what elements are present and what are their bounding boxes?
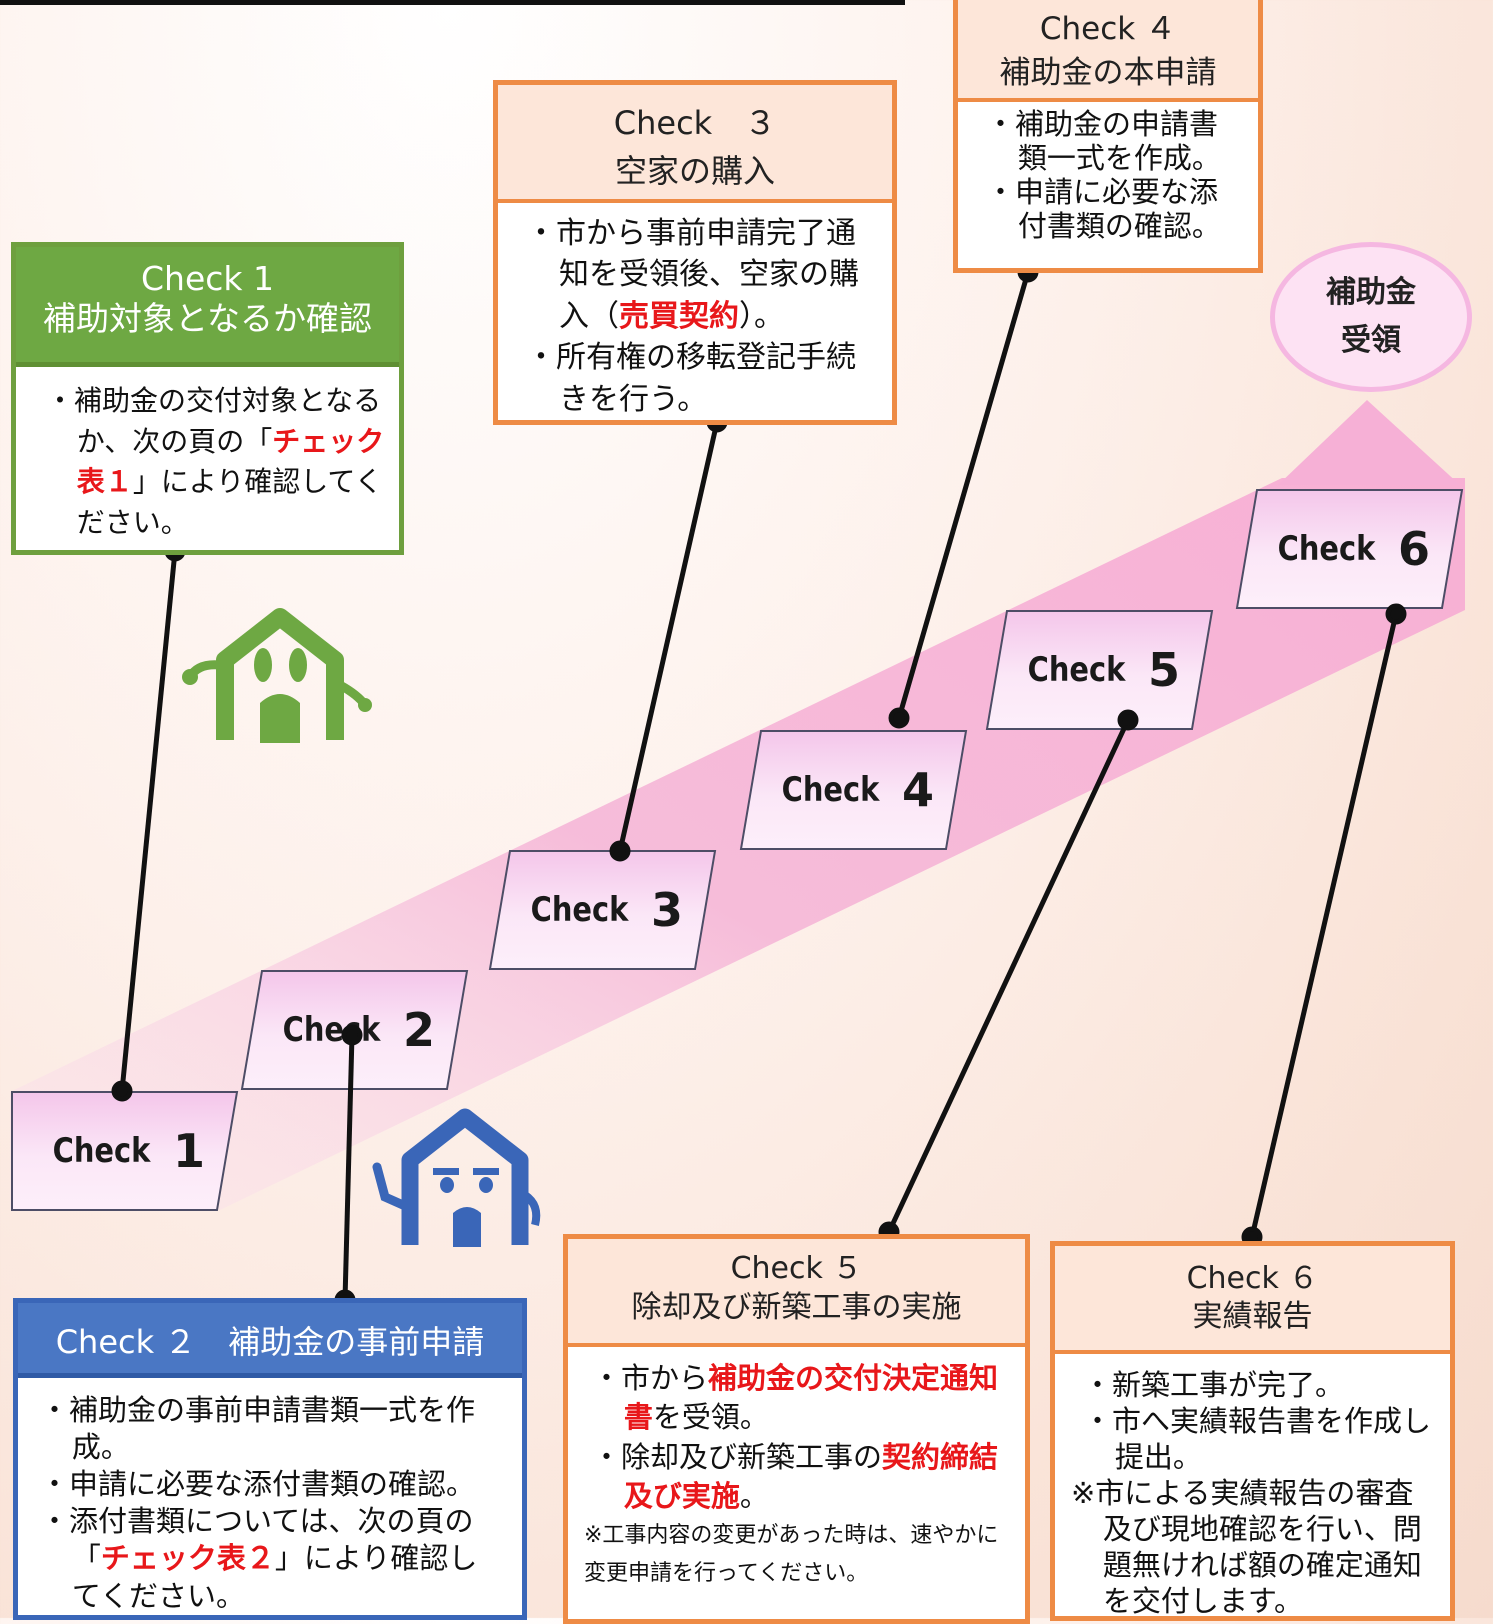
check4-title: Check ４ <box>1039 11 1177 47</box>
text: ・補助金の交付対象となるか、次の頁の「 <box>46 384 382 458</box>
check3-header: Check ３ 空家の購入 <box>498 85 892 203</box>
stair-step-word: Check <box>52 1131 151 1171</box>
stair-step-number: 5 <box>1147 643 1180 697</box>
stair-step-shape <box>11 1091 239 1211</box>
check5-card: Check ５ 除却及び新築工事の実施 ・市から補助金の交付決定通知書を受領。 … <box>563 1234 1030 1624</box>
check5-body: ・市から補助金の交付決定通知書を受領。 ・除却及び新築工事の契約締結及び実施。 … <box>568 1347 1025 1594</box>
text: を受領。 <box>652 1400 769 1435</box>
check5-bullet-1: ・市から補助金の交付決定通知書を受領。 <box>592 1359 1015 1438</box>
check1-bullet: ・補助金の交付対象となるか、次の頁の「チェック表１」により確認してください。 <box>46 381 385 543</box>
check4-header: Check ４ 補助金の本申請 <box>958 0 1258 102</box>
stair-step-label: Check 1 <box>12 1092 237 1210</box>
text: ）。 <box>739 298 784 334</box>
goal-bubble: 補助金 受領 <box>1270 242 1472 392</box>
check2-body: ・補助金の事前申請書類一式を作成。 ・申請に必要な添付書類の確認。 ・添付書類に… <box>18 1378 522 1615</box>
check4-subtitle: 補助金の本申請 <box>999 55 1217 92</box>
check6-title: Check ６ <box>1186 1261 1319 1296</box>
check5-bullet-2: ・除却及び新築工事の契約締結及び実施。 <box>592 1438 1015 1517</box>
check6-card: Check ６ 実績報告 ・新築工事が完了。 ・市へ実績報告書を作成し提出。 ※… <box>1050 1241 1455 1621</box>
check3-body: ・市から事前申請完了通知を受領後、空家の購入（売買契約）。 ・所有権の移転登記手… <box>498 203 892 420</box>
stair-step-word: Check <box>530 890 629 930</box>
text: ・市から事前申請完了通知を受領後、空家の購入（ <box>526 216 859 334</box>
goal-arrow-head <box>1278 400 1460 485</box>
text: 」により確認してください。 <box>71 1541 478 1613</box>
check1-title: Check 1 <box>141 259 274 298</box>
house-mascot-icon <box>182 608 372 743</box>
check6-body: ・新築工事が完了。 ・市へ実績報告書を作成し提出。 ※市による実績報告の審査及び… <box>1055 1354 1450 1620</box>
check2-bullet-3: ・添付書類については、次の頁の「チェック表２」により確認してください。 <box>40 1503 502 1614</box>
stair-step-label: Check 5 <box>987 611 1212 729</box>
stair-step-label: Check 2 <box>242 971 467 1089</box>
goal-line-1: 補助金 <box>1326 275 1416 310</box>
check3-bullet-1: ・市から事前申請完了通知を受領後、空家の購入（売買契約）。 <box>526 213 876 337</box>
emphasis-text: チェック表２ <box>100 1541 275 1576</box>
check6-header: Check ６ 実績報告 <box>1055 1246 1450 1354</box>
check3-card: Check ３ 空家の購入 ・市から事前申請完了通知を受領後、空家の購入（売買契… <box>493 80 897 425</box>
check4-body: ・補助金の申請書類一式を作成。 ・申請に必要な添付書類の確認。 <box>958 102 1258 244</box>
check4-card: Check ４ 補助金の本申請 ・補助金の申請書類一式を作成。 ・申請に必要な添… <box>953 0 1263 273</box>
check5-title: Check ５ <box>730 1251 863 1286</box>
text: 」により確認してください。 <box>76 465 383 539</box>
stair-step-number: 6 <box>1397 522 1430 576</box>
check6-bullet-1: ・新築工事が完了。 <box>1083 1368 1345 1402</box>
stair-step-shape <box>1235 489 1464 609</box>
stair-step-5: Check 5 <box>985 610 1214 730</box>
stair-step-word: Check <box>282 1010 381 1050</box>
emphasis-text: チェック表１ <box>76 424 385 499</box>
stair-step-1: Check 1 <box>11 1091 239 1211</box>
check2-header: Check ２ 補助金の事前申請 <box>18 1303 522 1378</box>
check5-header: Check ５ 除却及び新築工事の実施 <box>568 1239 1025 1347</box>
check3-bullet-2: ・所有権の移転登記手続きを行う。 <box>526 340 856 417</box>
stair-step-label: Check 3 <box>490 851 715 969</box>
check1-body: ・補助金の交付対象となるか、次の頁の「チェック表１」により確認してください。 <box>16 367 399 543</box>
check2-card: Check ２ 補助金の事前申請 ・補助金の事前申請書類一式を作成。 ・申請に必… <box>13 1298 527 1620</box>
stair-step-word: Check <box>1277 529 1376 569</box>
stair-step-3: Check 3 <box>488 850 717 970</box>
stair-step-number: 4 <box>901 763 934 817</box>
text: ・添付書類については、次の頁の「 <box>40 1504 474 1576</box>
stair-step-number: 3 <box>650 883 683 937</box>
check6-subtitle: 実績報告 <box>1192 1299 1313 1335</box>
stair-step-4: Check 4 <box>739 730 968 850</box>
house-mascot-icon <box>372 1108 541 1247</box>
check3-title: Check ３ <box>613 104 777 142</box>
check4-bullet-2: ・申請に必要な添付書類の確認。 <box>986 174 1221 243</box>
check4-bullet-1: ・補助金の申請書類一式を作成。 <box>986 107 1221 175</box>
stair-step-2: Check 2 <box>240 970 469 1090</box>
goal-line-2: 受領 <box>1341 323 1401 358</box>
check1-card: Check 1 補助対象となるか確認 ・補助金の交付対象となるか、次の頁の「チェ… <box>11 242 404 555</box>
check6-note: ※市による実績報告の審査及び現地確認を行い、問題無ければ額の確定通知を交付します… <box>1071 1475 1422 1618</box>
top-rule <box>0 0 905 5</box>
check1-subtitle: 補助対象となるか確認 <box>42 299 372 339</box>
stair-step-number: 2 <box>402 1003 435 1057</box>
text: ・除却及び新築工事の <box>592 1439 883 1474</box>
emphasis-text: 売買契約 <box>619 298 739 334</box>
stair-step-word: Check <box>781 770 880 810</box>
stair-step-6: Check 6 <box>1235 489 1464 609</box>
emphasis-text: 補助金の交付決定通知書 <box>623 1361 999 1435</box>
check5-subtitle: 除却及び新築工事の実施 <box>631 1290 962 1325</box>
text: ・市から <box>592 1361 709 1395</box>
stair-step-word: Check <box>1027 650 1126 690</box>
check1-header: Check 1 補助対象となるか確認 <box>16 247 399 367</box>
check2-bullet-2: ・申請に必要な添付書類の確認。 <box>40 1467 476 1502</box>
check6-bullet-2: ・市へ実績報告書を作成し提出。 <box>1083 1403 1432 1474</box>
check3-subtitle: 空家の購入 <box>614 152 775 190</box>
emphasis-text: 契約締結及び実施 <box>623 1439 999 1514</box>
check2-bullet-1: ・補助金の事前申請書類一式を作成。 <box>40 1393 476 1465</box>
stair-step-number: 1 <box>172 1124 205 1178</box>
stair-step-label: Check 4 <box>741 731 966 849</box>
check5-note: ※工事内容の変更があった時は、速やかに変更申請を行ってください。 <box>584 1522 999 1587</box>
stair-step-label: Check 6 <box>1237 490 1462 608</box>
text: 。 <box>739 1479 769 1514</box>
